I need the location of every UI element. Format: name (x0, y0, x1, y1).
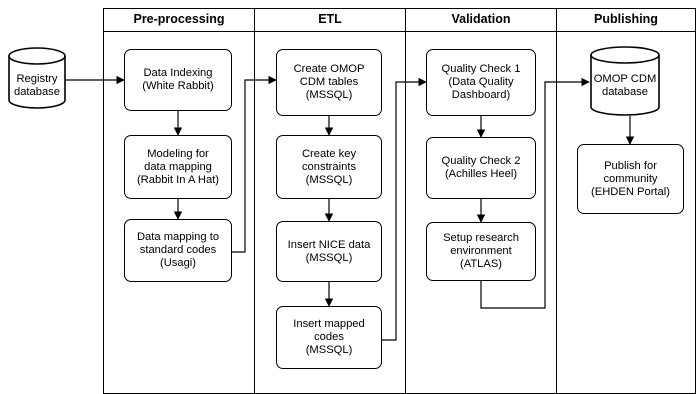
node-insert-nice-data: Insert NICE data (MSSQL) (276, 221, 382, 282)
omop-cdm-database-label: OMOP CDM database (593, 73, 657, 98)
node-create-key-constraints: Create key constraints (MSSQL) (276, 135, 382, 199)
node-data-indexing: Data Indexing (White Rabbit) (124, 49, 232, 111)
node-quality-check-2: Quality Check 2 (Achilles Heel) (426, 137, 536, 199)
registry-database-label: Registry database (13, 73, 61, 98)
node-modeling-for-data-mapping: Modeling for data mapping (Rabbit In A H… (124, 135, 232, 199)
lane-header-validation: Validation (405, 8, 557, 32)
omop-cdm-database-cylinder (590, 46, 660, 116)
lane-header-etl: ETL (254, 8, 406, 32)
arrow-mapped-to-check1 (382, 77, 427, 341)
arrow-mapping-to-create-tables (232, 75, 277, 253)
node-create-omop-cdm-tables: Create OMOP CDM tables (MSSQL) (276, 49, 382, 116)
arrow-setup-to-omop-db (480, 77, 590, 309)
node-quality-check-1: Quality Check 1 (Data Quality Dashboard) (426, 49, 536, 116)
lane-header-preprocessing: Pre-processing (103, 8, 255, 32)
node-data-mapping-to-standard-codes: Data mapping to standard codes (Usagi) (124, 219, 232, 282)
node-publish-for-community: Publish for community (EHDEN Portal) (577, 144, 684, 214)
node-insert-mapped-codes: Insert mapped codes (MSSQL) (276, 306, 382, 369)
node-setup-research-environment: Setup research environment (ATLAS) (426, 222, 536, 281)
registry-database-cylinder (8, 47, 66, 109)
lane-header-publishing: Publishing (556, 8, 696, 32)
